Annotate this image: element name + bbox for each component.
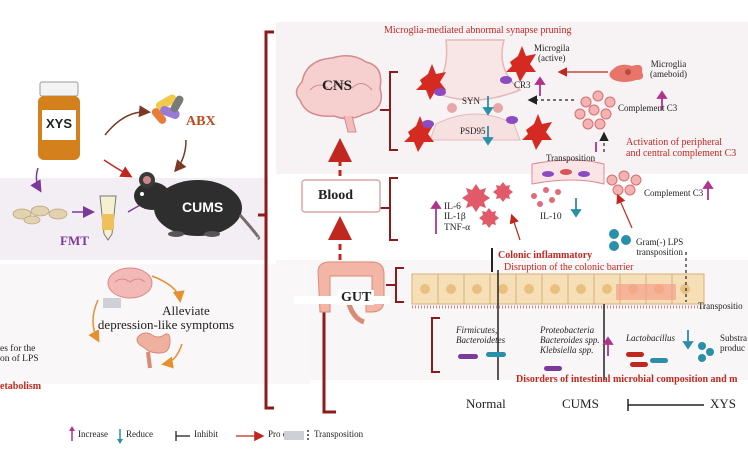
condition-xys: XYS [710,396,737,411]
legend-graphics [69,426,309,444]
disorders-text: Disorders of intestinal microbial compos… [516,374,738,385]
cns-label: CNS [322,78,353,94]
gut-bracket [386,267,440,373]
left-bottom-panel [0,264,310,384]
bottom-bracket [322,304,336,414]
colonic-barrier-label: Disruption of the colonic barrier [504,262,634,273]
condition-cums: CUMS [562,396,599,411]
microglia-ameboid-label: Microglia (ameboid) [650,59,687,79]
inhibit-line [627,399,704,411]
condition-normal: Normal [466,396,506,411]
lps-label: Gram(-) LPS transposition [636,237,684,257]
ameboid-microglia-icon [609,64,644,82]
brain-small-icon [107,267,153,299]
complement-c3-cns-label: Complement C3 [618,103,678,113]
il10-dots [531,187,561,207]
alleviate-line-2: depression-like symptoms [97,317,235,333]
test-tube-icon [99,195,117,241]
gut-label: GUT [338,290,375,306]
increase-arrows [430,76,714,356]
complement-molecule-icon [422,76,518,128]
legend-reduce: Reduce [126,429,153,439]
antibiotic-pills-icon [151,94,184,124]
cytokine-labels: IL-6 IL-1β TNF-α [444,202,471,233]
side-text-3: etabolism [0,381,42,392]
il10-label: IL-10 [540,212,562,222]
cr3-label: CR3 [514,80,531,90]
psd95-label: PSD95 [460,126,486,136]
complement-c3-cluster [574,90,616,130]
redaction-box [103,298,121,308]
synapse-icon [428,39,522,141]
cns-bracket [380,71,398,151]
microglia-icon [404,46,552,152]
blood-label: Blood [318,188,354,203]
left-side-text: es for the on of LPS [0,344,39,365]
proteobacteria-label: Proteobacteria Bacteroides spp. Klebsiel… [540,325,600,355]
cns-panel-title: Microglia-mediated abnormal synapse prun… [384,25,572,36]
fmt-label: FMT [60,233,89,248]
cums-mouse-label: CUMS [182,199,224,215]
alleviate-line-1: Alleviate [162,303,210,318]
bacteria-icon [458,342,714,371]
blood-bracket [380,177,398,241]
abx-label: ABX [186,114,216,129]
microglia-active-label: Microgila (active) [534,43,570,63]
transposition-gut-label: Transpositio [698,301,743,311]
complement-c3-blood-label: Complement C3 [644,188,704,198]
reduce-arrows [482,96,694,350]
mouse-icon [134,172,261,240]
blood-vessel-icon [531,159,605,185]
legend-increase: Increase [78,429,108,439]
firmicutes-label: Firmicutes, Bacteroidetes [456,325,506,345]
alleviate-label: Alleviate depression-like symptoms [86,303,246,333]
syn-label: SYN [462,96,481,106]
main-bracket [258,30,274,410]
legend-redaction [284,431,304,440]
cytokine-burst-icon [462,182,513,228]
brain-icon [295,55,382,133]
legend-inhibit: Inhibit [194,429,218,439]
feces-pellets-icon [12,205,68,225]
intestine-small-icon [136,332,171,369]
pill-bottle-icon [38,81,80,160]
legend-promote: Pro ote [268,429,294,439]
lactobacillus-label: Lactobacillus [626,333,675,343]
epithelium-cells [411,273,705,309]
side-text-1: es for the [0,344,36,354]
transposition-cns-label: Transposition [546,153,596,163]
blood-box [301,179,381,213]
substrate-label: Substra produc [720,333,747,353]
side-text-2: on of LPS [0,354,39,365]
complement-c3-blood [606,170,642,196]
lps-molecule-icon [609,229,631,251]
activation-text: Activation of peripheral and central com… [626,137,737,159]
xys-label: XYS [45,116,72,131]
colonic-inflammatory-label: Colonic inflammatory [498,250,593,261]
legend-transposition: Transposition [314,429,364,439]
